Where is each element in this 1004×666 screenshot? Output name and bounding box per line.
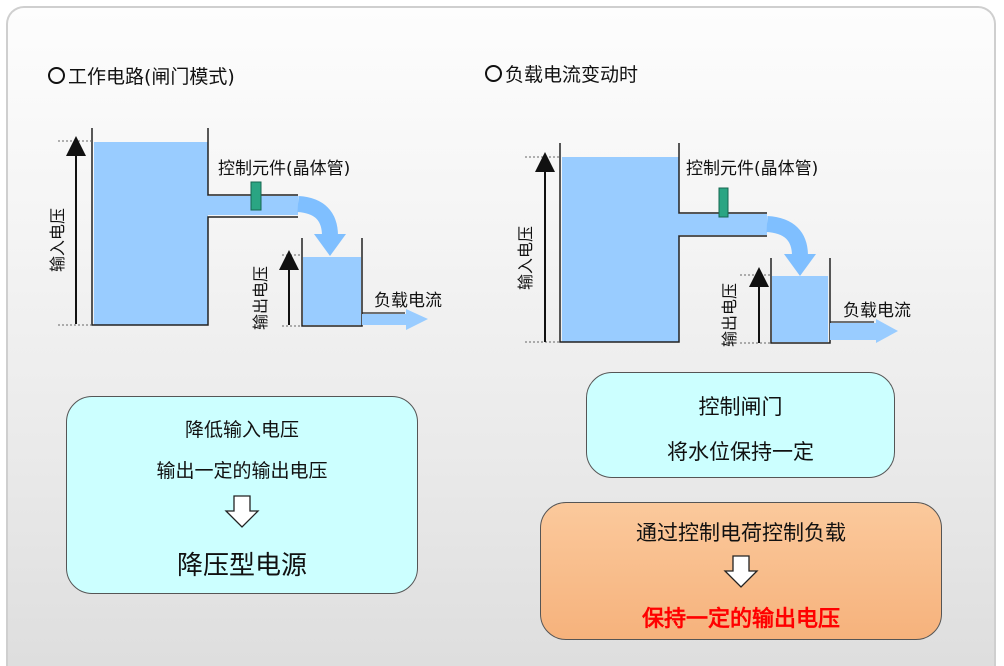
right-flow-arrowhead: [784, 254, 816, 276]
right-gate-box: 控制闸门 将水位保持一定: [586, 372, 895, 478]
left-box-line1: 降低输入电压: [184, 419, 299, 441]
right-diagram: [525, 143, 898, 344]
right-valve-icon: [718, 187, 729, 218]
left-control-element-label: 控制元件(晶体管): [218, 159, 351, 179]
right-output-voltage-label: 输出电压: [720, 282, 739, 347]
right-flow-arrow: [766, 216, 808, 257]
left-title-text: 工作电路(闸门模式): [68, 66, 235, 88]
right-title-text: 负载电流变动时: [505, 64, 639, 86]
left-flow-arrowhead: [314, 234, 346, 256]
left-box-result: 降压型电源: [176, 551, 307, 581]
right-pipe-water: [679, 214, 767, 235]
right-box2-line1: 通过控制电荷控制负载: [636, 521, 846, 545]
left-input-voltage-label: 输入电压: [48, 207, 67, 272]
right-result-box: 通过控制电荷控制负载 保持一定的输出电压: [540, 502, 942, 640]
bullet-circle-icon: [485, 65, 502, 82]
left-section-title: 工作电路(闸门模式): [48, 62, 235, 89]
right-box1-line2: 将水位保持一定: [667, 440, 814, 464]
bullet-circle-icon: [48, 67, 65, 84]
left-pipe-top: [207, 128, 298, 196]
left-flow-arrow: [297, 196, 338, 237]
left-diagram: [58, 128, 428, 330]
right-box1-line1: 控制闸门: [698, 395, 783, 419]
right-input-voltage-label: 输入电压: [516, 225, 535, 290]
left-summary-box: 降低输入电压 输出一定的输出电压 降压型电源: [66, 396, 418, 594]
right-tank-outline: [559, 143, 767, 343]
left-valve-icon: [250, 181, 262, 211]
left-output-voltage-label: 输出电压: [251, 265, 270, 330]
left-output-tank-outline: [301, 238, 363, 327]
right-load-current-label: 负载电流: [843, 301, 911, 321]
right-output-tank-outline: [770, 258, 831, 344]
left-load-arrowhead: [406, 309, 428, 330]
left-tank-outline: [91, 128, 298, 326]
left-output-tank-water: [303, 257, 361, 325]
right-down-arrow-icon: [723, 555, 759, 588]
left-down-arrow-icon: [224, 495, 260, 528]
left-input-tank-water: [94, 142, 208, 325]
left-box-line2: 输出一定的输出电压: [156, 460, 328, 482]
right-box2-result: 保持一定的输出电压: [641, 607, 840, 632]
right-control-element-label: 控制元件(晶体管): [686, 159, 819, 179]
right-output-tank-water: [772, 276, 828, 342]
right-load-arrowhead: [876, 319, 898, 343]
right-input-tank-water: [562, 157, 679, 342]
right-section-title: 负载电流变动时: [485, 60, 638, 87]
left-load-current-label: 负载电流: [374, 291, 442, 311]
right-pipe-top: [678, 143, 767, 214]
